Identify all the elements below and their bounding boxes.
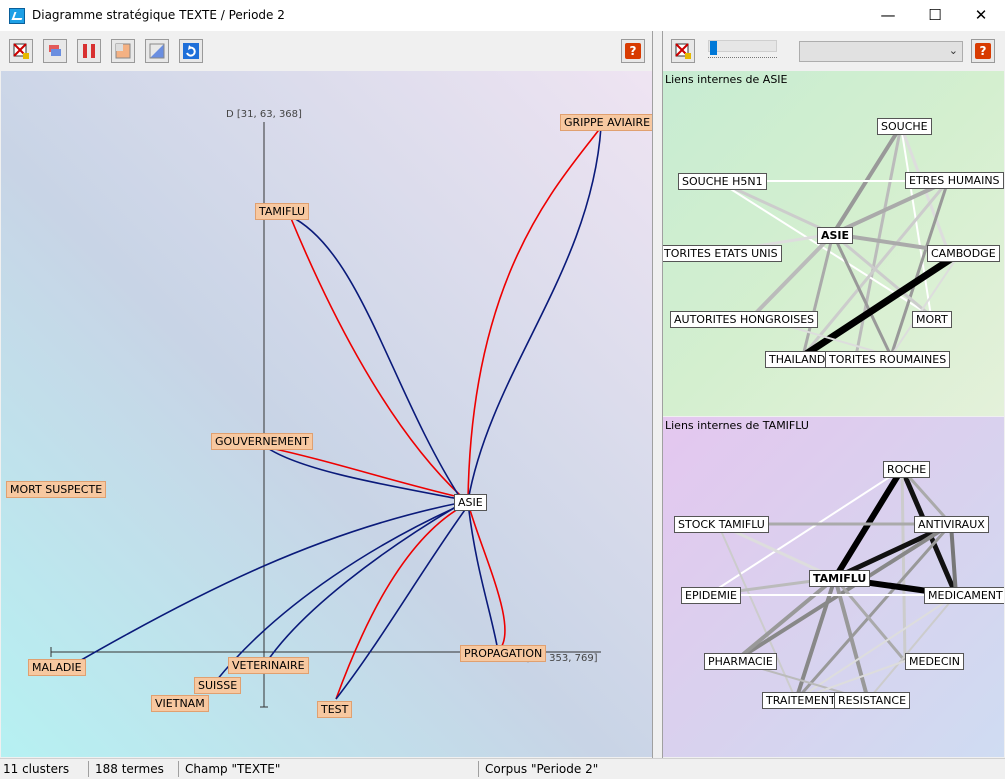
close-button[interactable]: ✕ [974, 6, 988, 24]
export-icon [13, 43, 29, 59]
node-test[interactable]: TEST [317, 701, 353, 718]
chevron-down-icon: ⌄ [948, 44, 958, 57]
strategic-diagram: D [31, 63, 368] C [90, 353, 769] GRIPPE … [1, 71, 652, 757]
asie-node-autorites-roumaines[interactable]: TORITES ROUMAINES [825, 351, 951, 368]
status-divider [178, 761, 179, 777]
minimize-button[interactable]: — [880, 6, 896, 24]
panel-splitter[interactable] [652, 31, 663, 758]
x-axis-label: C [90, 353, 769] [516, 653, 598, 664]
tamiflu-node-medecin[interactable]: MEDECIN [905, 653, 965, 670]
tamiflu-node-roche[interactable]: ROCHE [883, 461, 931, 478]
help-icon: ? [975, 43, 991, 59]
title-bar: Diagramme stratégique TEXTE / Periode 2 … [0, 0, 1005, 31]
layout-icon [115, 43, 131, 59]
node-mort-suspecte[interactable]: MORT SUSPECTE [6, 481, 107, 498]
slider-ticks [708, 57, 777, 63]
node-suisse[interactable]: SUISSE [194, 677, 242, 694]
diagonal-icon [149, 43, 165, 59]
tamiflu-node-antiviraux[interactable]: ANTIVIRAUX [914, 516, 989, 533]
right-export-button[interactable] [671, 39, 695, 63]
asie-node-mort[interactable]: MORT [912, 311, 952, 328]
node-asie[interactable]: ASIE [454, 494, 487, 511]
status-divider [478, 761, 479, 777]
export-icon [675, 43, 691, 59]
status-corpus: Corpus "Periode 2" [485, 762, 599, 776]
asie-node-autorites-hongroises[interactable]: AUTORITES HONGROISES [670, 311, 819, 328]
asie-node-thailande[interactable]: THAILANDE [765, 351, 837, 368]
help-icon: ? [625, 43, 641, 59]
tamiflu-node-pharmacie[interactable]: PHARMACIE [704, 653, 777, 670]
asie-node-souche[interactable]: SOUCHE [877, 118, 932, 135]
node-gouvernement[interactable]: GOUVERNEMENT [211, 433, 313, 450]
asie-node-etres-humains[interactable]: ETRES HUMAINS [905, 172, 1004, 189]
right-help-button[interactable]: ? [971, 39, 995, 63]
window-title: Diagramme stratégique TEXTE / Periode 2 [32, 8, 285, 22]
asie-links-panel: Liens internes de ASIE SOUCHE SOUCHE H5N… [663, 71, 1004, 416]
status-clusters: 11 clusters [3, 762, 70, 776]
status-field: Champ "TEXTE" [185, 762, 281, 776]
tamiflu-node-resistance[interactable]: RESISTANCE [834, 692, 911, 709]
app-icon [9, 8, 25, 24]
bars-button[interactable] [77, 39, 101, 63]
cluster-button[interactable] [43, 39, 67, 63]
layout-button[interactable] [111, 39, 135, 63]
status-divider [88, 761, 89, 777]
diagonal-button[interactable] [145, 39, 169, 63]
node-maladie[interactable]: MALADIE [28, 659, 86, 676]
bars-icon [83, 44, 95, 58]
cluster-icon [49, 45, 61, 56]
cluster-select[interactable]: ⌄ [799, 41, 963, 62]
help-button[interactable]: ? [621, 39, 645, 63]
maximize-button[interactable]: ☐ [928, 6, 942, 24]
tamiflu-panel-title: Liens internes de TAMIFLU [665, 419, 809, 432]
asie-panel-title: Liens internes de ASIE [665, 73, 788, 86]
threshold-slider[interactable] [708, 40, 777, 64]
asie-node-souche-h5n1[interactable]: SOUCHE H5N1 [678, 173, 767, 190]
node-tamiflu[interactable]: TAMIFLU [255, 203, 310, 220]
tamiflu-node-tamiflu[interactable]: TAMIFLU [809, 570, 871, 587]
refresh-icon [183, 43, 199, 59]
tamiflu-links-panel: Liens internes de TAMIFLU [663, 417, 1004, 757]
status-bar: 11 clusters 188 termes Champ "TEXTE" Cor… [0, 758, 1005, 779]
tamiflu-node-traitement[interactable]: TRAITEMENT [762, 692, 840, 709]
status-terms: 188 termes [95, 762, 164, 776]
y-axis-label: D [31, 63, 368] [226, 109, 302, 120]
tamiflu-node-medicament[interactable]: MEDICAMENT [924, 587, 1004, 604]
slider-thumb[interactable] [710, 41, 717, 55]
tamiflu-node-epidemie[interactable]: EPIDEMIE [681, 587, 741, 604]
asie-node-asie[interactable]: ASIE [817, 227, 854, 244]
node-grippe-aviaire[interactable]: GRIPPE AVIAIRE [560, 114, 652, 131]
node-veterinaire[interactable]: VETERINAIRE [228, 657, 309, 674]
node-vietnam[interactable]: VIETNAM [151, 695, 209, 712]
refresh-button[interactable] [179, 39, 203, 63]
tamiflu-node-stock-tamiflu[interactable]: STOCK TAMIFLU [674, 516, 769, 533]
asie-node-cambodge[interactable]: CAMBODGE [927, 245, 1000, 262]
slider-track [708, 40, 777, 52]
export-button[interactable] [9, 39, 33, 63]
node-propagation[interactable]: PROPAGATION [460, 645, 547, 662]
asie-node-autorites-etats-unis[interactable]: TORITES ETATS UNIS [663, 245, 782, 262]
